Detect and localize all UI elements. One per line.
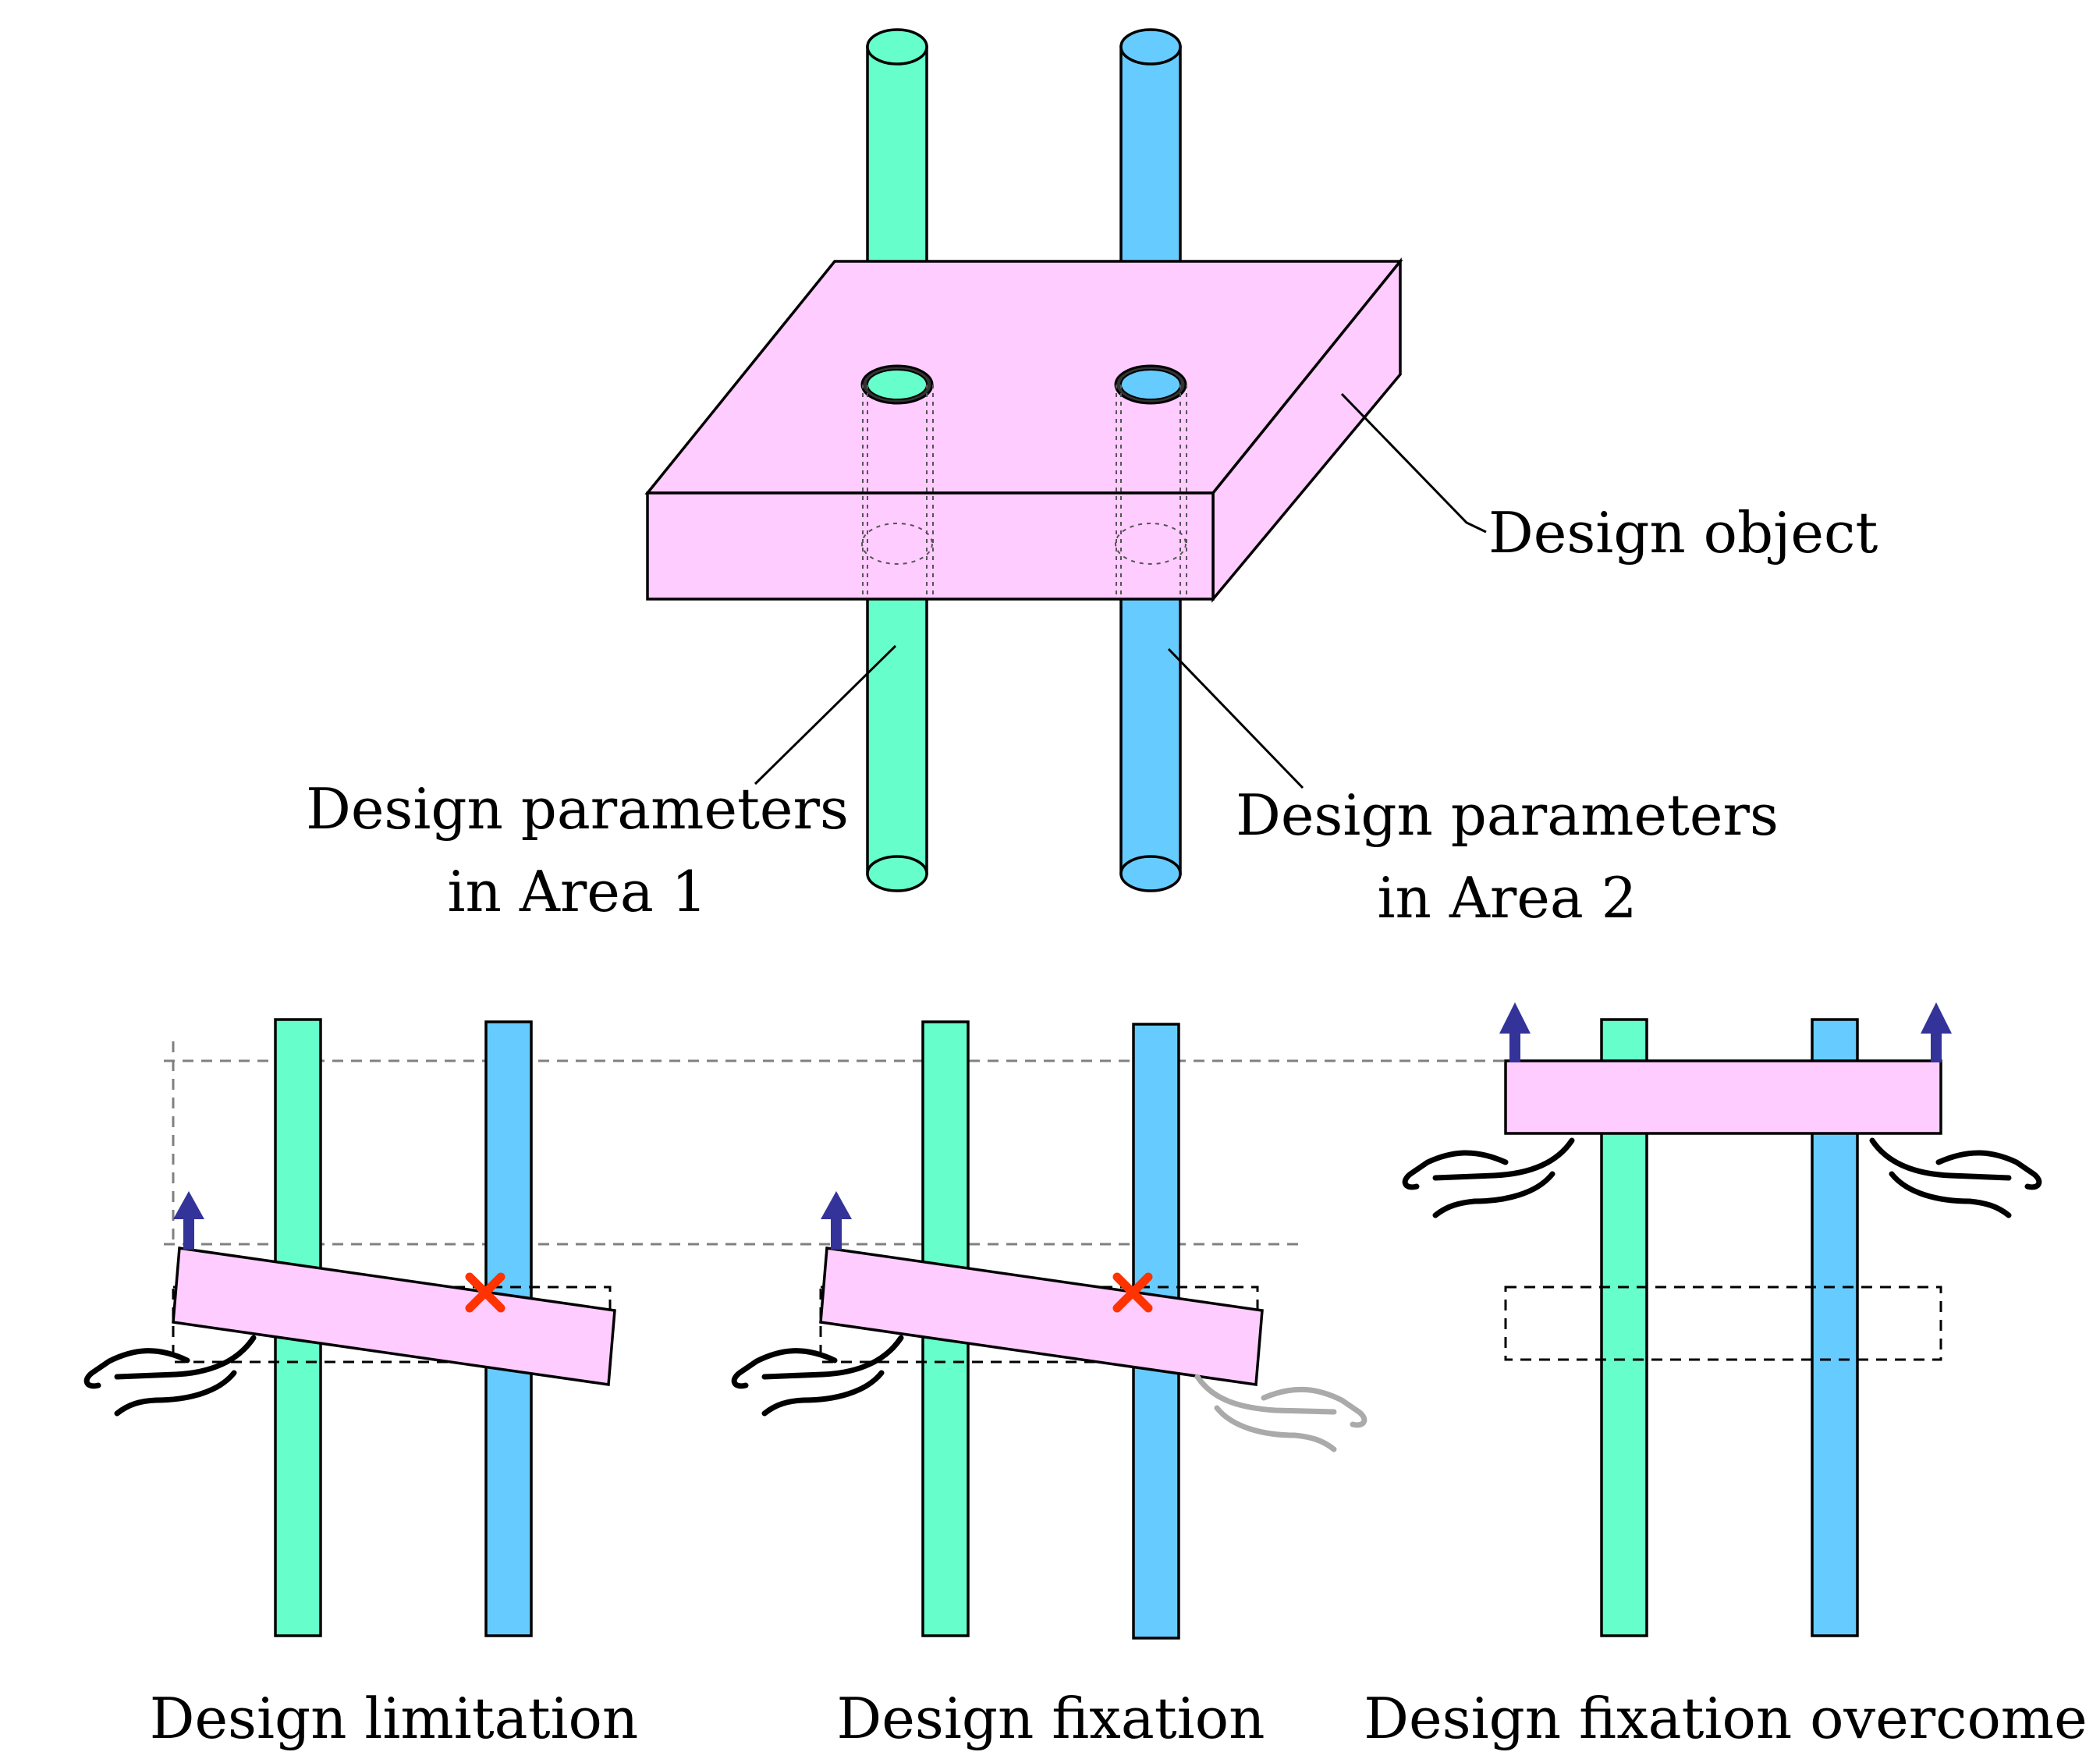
top-3d-illustration: Design object Design parameters in Area … (306, 28, 1878, 931)
panel-design-fixation-overcome: Design fixation overcome (1364, 1002, 2088, 1751)
hand-icon (83, 1335, 257, 1417)
hand-icon (1402, 1137, 1575, 1218)
lifted-design-object (1504, 1059, 1942, 1135)
tilted-design-object (172, 1247, 616, 1386)
callout-design-object (1340, 392, 1487, 534)
area2-label-line1: Design parameters (1236, 782, 1779, 848)
panel-design-fixation-caption: Design fixation (837, 1686, 1265, 1751)
callout-area1 (754, 644, 897, 786)
callout-area2 (1167, 647, 1304, 789)
red-x-icon (465, 1272, 505, 1313)
tilted-design-object (819, 1247, 1264, 1386)
original-position-outline (1504, 1286, 1942, 1361)
panel-design-fixation: Design fixation (731, 1020, 1367, 1751)
panel-design-fixation-overcome-caption: Design fixation overcome (1364, 1686, 2087, 1751)
hand-icon-inactive (1194, 1374, 1367, 1452)
area1-label-line1: Design parameters (306, 776, 849, 842)
hand-icon (1869, 1137, 2042, 1218)
panel-design-limitation: Design limitation (83, 1018, 639, 1751)
up-arrow-icon (1921, 1002, 1952, 1062)
area2-label-line2: in Area 2 (1378, 865, 1637, 931)
hand-icon (731, 1335, 904, 1417)
red-x-icon (1112, 1272, 1153, 1313)
design-object-plate (644, 257, 1403, 603)
panel-design-limitation-caption: Design limitation (150, 1686, 639, 1751)
area1-label-line2: in Area 1 (448, 859, 708, 924)
up-arrow-icon (821, 1191, 852, 1250)
up-arrow-icon (1499, 1002, 1531, 1062)
design-object-label: Design object (1488, 500, 1878, 566)
up-arrow-icon (173, 1191, 204, 1250)
